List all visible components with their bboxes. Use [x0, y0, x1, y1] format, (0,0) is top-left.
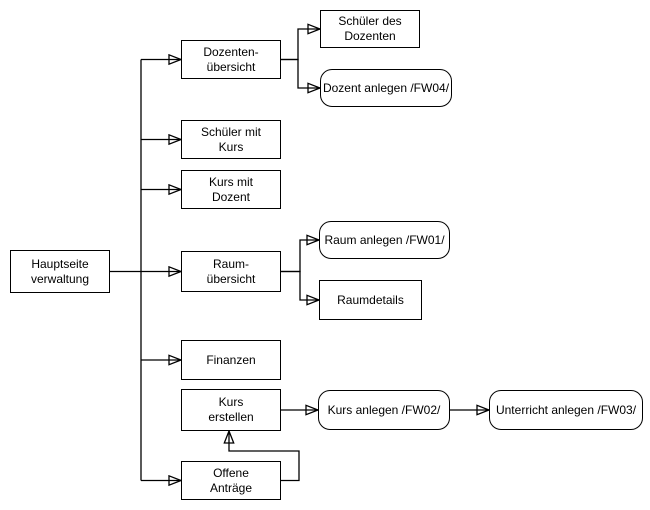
edge-dozentenuebersicht-to-dozent-anlegen [281, 58, 320, 89]
node-raum-anlegen-fw01[interactable]: Raum anlegen /FW01/ [319, 221, 450, 259]
edge-raumuebersicht-to-raumdetails [281, 270, 319, 301]
node-label: Offene Anträge [209, 465, 253, 495]
edge-raumuebersicht-to-raum-anlegen [281, 240, 319, 273]
node-offene-antraege[interactable]: Offene Anträge [181, 461, 281, 500]
node-unterricht-anlegen-fw03[interactable]: Unterricht anlegen /FW03/ [489, 390, 643, 430]
node-label: Kurs mit Dozent [208, 174, 253, 204]
node-label: Kurs anlegen /FW02/ [327, 402, 441, 417]
node-schueler-mit-kurs[interactable]: Schüler mit Kurs [181, 120, 281, 159]
node-label: Finanzen [206, 352, 256, 367]
node-finanzen[interactable]: Finanzen [181, 340, 281, 380]
node-label: Raum- übersicht [206, 256, 256, 286]
node-raum-uebersicht[interactable]: Raum- übersicht [181, 251, 281, 292]
node-dozent-anlegen-fw04[interactable]: Dozent anlegen /FW04/ [320, 69, 452, 107]
edge-dozentenuebersicht-to-schueler-des-dozenten [281, 29, 320, 61]
node-label: Schüler mit Kurs [200, 124, 262, 154]
node-kurs-anlegen-fw02[interactable]: Kurs anlegen /FW02/ [318, 390, 450, 430]
node-label: Unterricht anlegen /FW03/ [495, 402, 637, 417]
node-label: Dozent anlegen /FW04/ [322, 80, 450, 95]
node-kurs-mit-dozent[interactable]: Kurs mit Dozent [181, 170, 281, 209]
node-label: Raumdetails [337, 292, 404, 307]
node-hauptseite-verwaltung[interactable]: Hauptseite verwaltung [10, 250, 110, 293]
node-raumdetails[interactable]: Raumdetails [319, 280, 422, 320]
node-label: Kurs erstellen [208, 395, 254, 424]
node-kurs-erstellen[interactable]: Kurs erstellen [181, 389, 281, 431]
node-schueler-des-dozenten[interactable]: Schüler des Dozenten [320, 10, 420, 48]
node-label: Hauptseite verwaltung [30, 256, 90, 286]
node-label: Schüler des Dozenten [338, 14, 402, 43]
node-label: Dozenten- übersicht [203, 44, 259, 74]
node-dozenten-uebersicht[interactable]: Dozenten- übersicht [181, 40, 281, 79]
node-label: Raum anlegen /FW01/ [324, 232, 445, 247]
